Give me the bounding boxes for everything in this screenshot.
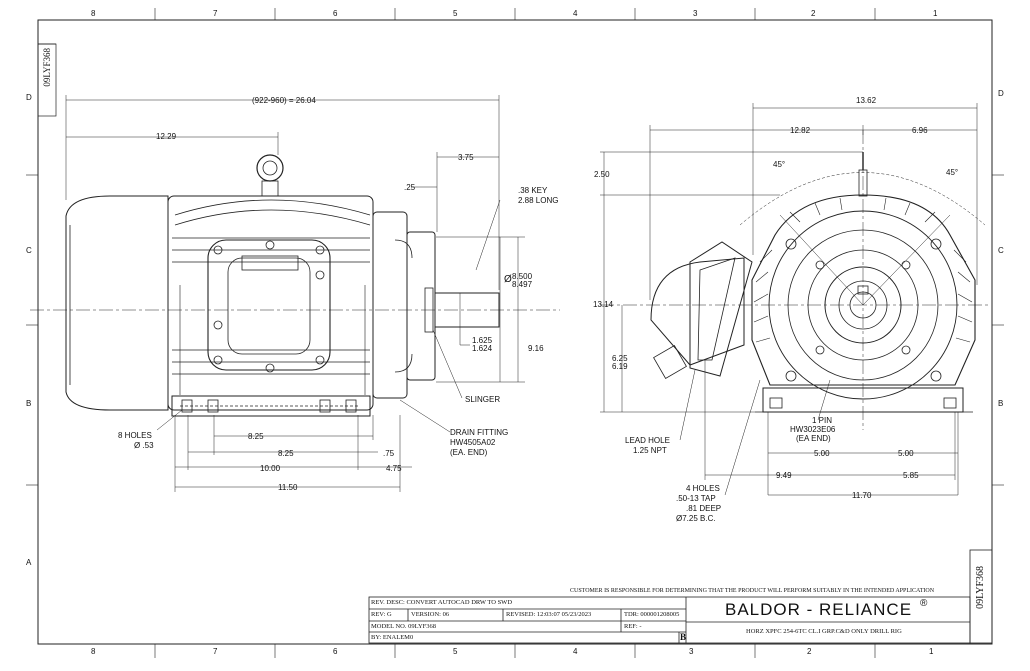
holes-label-4: Ø7.25 B.C.	[676, 514, 716, 523]
dim-11-50: 11.50	[278, 483, 298, 492]
holes-label-3: .81 DEEP	[686, 504, 722, 513]
dim-75: .75	[383, 449, 395, 458]
shaft-bottom: 1.624	[472, 344, 493, 353]
zone-col-3-bottom: 3	[689, 647, 694, 656]
zone-row-b-right: B	[998, 399, 1004, 408]
dim-10-00: 10.00	[260, 464, 281, 473]
zone-col-5-bottom: 5	[453, 647, 458, 656]
model-no: MODEL NO. 09LYF368	[371, 623, 437, 630]
revised: REVISED: 12:03:07 05/23/2023	[506, 611, 592, 618]
zone-row-a-left: A	[26, 558, 32, 567]
rev-desc: REV. DESC: CONVERT AUTOCAD DRW TO SWD	[371, 599, 513, 606]
key-length: 2.88 LONG	[518, 196, 559, 205]
dim-6-19: 6.19	[612, 362, 628, 371]
dim-25: .25	[404, 183, 416, 192]
zone-col-4-bottom: 4	[573, 647, 578, 656]
ref: REF: -	[624, 623, 642, 630]
zone-col-2-bottom: 2	[807, 647, 812, 656]
dim-12-29: 12.29	[156, 132, 177, 141]
shaft-dia-symbol: Ø	[504, 274, 512, 285]
side-view-dimensions	[65, 95, 525, 492]
by: BY: ENALEM0	[371, 634, 414, 641]
zone-col-1-top: 1	[933, 9, 938, 18]
zone-row-d-left: D	[26, 93, 32, 102]
title-block-lines	[368, 549, 993, 644]
zone-col-4-top: 4	[573, 9, 578, 18]
dim-6-96: 6.96	[912, 126, 928, 135]
zone-col-7-bottom: 7	[213, 647, 218, 656]
size-letter: B	[680, 632, 687, 642]
rev: REV: G	[371, 611, 392, 618]
slinger-label: SLINGER	[465, 395, 501, 404]
zone-col-8-bottom: 8	[91, 647, 96, 656]
lead-hole-size: 1.25 NPT	[633, 446, 667, 455]
zone-col-7-top: 7	[213, 9, 218, 18]
dim-11-70: 11.70	[852, 491, 872, 500]
tdr: TDR: 000001208005	[624, 611, 680, 618]
side-view-motor	[30, 154, 560, 417]
end-view-dimensions	[600, 103, 986, 496]
sheet-border	[37, 19, 993, 645]
angle-right: 45°	[946, 168, 959, 177]
dim-5-85: 5.85	[903, 471, 919, 480]
description: HORZ XPFC 254-6TC CL.I GRP.C&D ONLY DRIL…	[746, 628, 902, 635]
pin-note: (EA END)	[796, 434, 831, 443]
dim-8-25-b: 8.25	[278, 449, 294, 458]
zone-col-5-top: 5	[453, 9, 458, 18]
zone-col-3-top: 3	[693, 9, 698, 18]
dim-9-49: 9.49	[776, 471, 792, 480]
dim-12-82: 12.82	[790, 126, 811, 135]
zone-col-6-bottom: 6	[333, 647, 338, 656]
zone-row-d-right: D	[998, 89, 1004, 98]
zone-row-b-left: B	[26, 399, 32, 408]
brand-name: BALDOR - RELIANCE	[725, 600, 913, 619]
shaft-top: 1.625	[472, 336, 493, 345]
zone-row-c-left: C	[26, 246, 32, 255]
angle-left: 45°	[773, 160, 786, 169]
dim-13-62: 13.62	[856, 96, 877, 105]
b-holes-dia: Ø .53	[134, 441, 154, 450]
drain-fitting-label: DRAIN FITTING	[450, 428, 509, 437]
zone-col-6-top: 6	[333, 9, 338, 18]
zone-ticks	[26, 8, 1004, 658]
dim-5-00-b: 5.00	[898, 449, 914, 458]
drawing-number-corner: 09LYF368	[42, 48, 52, 87]
lead-hole-label: LEAD HOLE	[625, 436, 670, 445]
shaft-dia-top: 8.500	[512, 272, 533, 281]
zone-col-1-bottom: 1	[929, 647, 934, 656]
dim-2-50: 2.50	[594, 170, 610, 179]
drain-part: HW4505A02	[450, 438, 496, 447]
drawing-number-titleblock: 09LYF368	[975, 566, 986, 609]
dim-13-14: 13.14	[593, 300, 614, 309]
zone-col-8-top: 8	[91, 9, 96, 18]
b-holes-label: 8 HOLES	[118, 431, 152, 440]
version: VERSION: 06	[411, 611, 450, 618]
dim-8-25-a: 8.25	[248, 432, 264, 441]
dim-9-16: 9.16	[528, 344, 544, 353]
holes-label-1: 4 HOLES	[686, 484, 720, 493]
dim-overall-length: (922-960) = 26.04	[252, 96, 316, 105]
shaft-dia-bottom: 8.497	[512, 280, 533, 289]
zone-col-2-top: 2	[811, 9, 816, 18]
end-view-motor	[600, 130, 990, 430]
key-label: .38 KEY	[518, 186, 548, 195]
dim-5-00-a: 5.00	[814, 449, 830, 458]
brand-registered-mark: ®	[920, 598, 928, 609]
pin-label: 1 PIN	[812, 416, 833, 425]
disclaimer: CUSTOMER IS RESPONSIBLE FOR DETERMINING …	[570, 588, 935, 594]
dim-6-25: 6.25	[612, 354, 628, 363]
drain-note: (EA. END)	[450, 448, 488, 457]
dim-3-75: 3.75	[458, 153, 474, 162]
pin-part: HW3023E06	[790, 425, 836, 434]
zone-row-c-right: C	[998, 246, 1004, 255]
holes-label-2: .50-13 TAP	[676, 494, 716, 503]
dim-4-75: 4.75	[386, 464, 402, 473]
